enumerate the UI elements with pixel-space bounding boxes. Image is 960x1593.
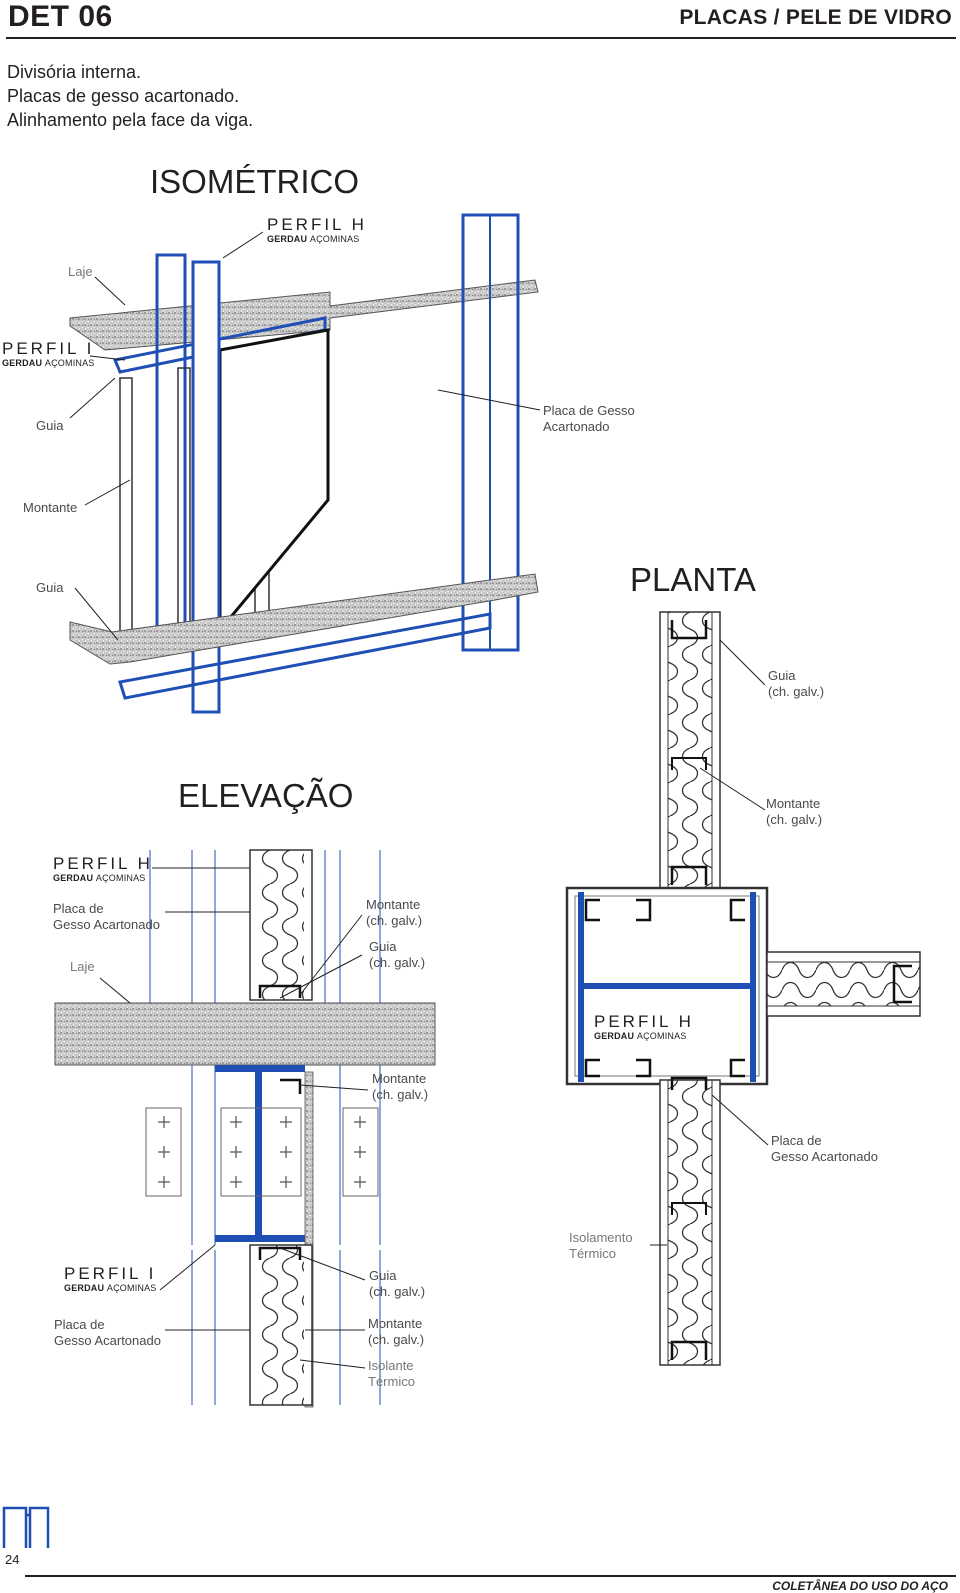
label-line: Isolamento: [569, 1230, 633, 1245]
brand-regular: AÇOMINAS: [95, 873, 146, 883]
label-line: Térmico: [368, 1374, 415, 1389]
slab-elevation: [54, 1002, 436, 1066]
label-line: Gesso Acartonado: [54, 1333, 161, 1348]
label-line: (ch. galv.): [766, 812, 823, 827]
description-line: Alinhamento pela face da viga.: [7, 110, 254, 130]
brand-bold: GERDAU: [594, 1031, 635, 1041]
elev-montante-c-label: Montante (ch. galv.): [368, 1316, 424, 1348]
planta-title: PLANTA: [630, 561, 756, 598]
label-line: Isolante: [368, 1358, 414, 1373]
brand-bold: GERDAU: [267, 234, 308, 244]
label-line: Guia: [369, 939, 397, 954]
laje-label: Laje: [68, 264, 93, 279]
label-line: (ch. galv.): [368, 1332, 425, 1347]
description-line: Divisória interna.: [7, 62, 142, 82]
brand-bold: GERDAU: [2, 358, 43, 368]
guia-top-label: Guia: [36, 418, 64, 433]
planta-placa-label: Placa de Gesso Acartonado: [771, 1133, 878, 1165]
elev-montante-b-label: Montante (ch. galv.): [372, 1071, 428, 1103]
elev-perfil-i-label: PERFIL I: [64, 1264, 157, 1283]
elev-placa-label: Placa de Gesso Acartonado: [53, 901, 160, 933]
planta-isolamento-label: Isolamento Térmico: [569, 1230, 633, 1262]
label-line: Placa de: [54, 1317, 105, 1332]
brand-regular: AÇOMINAS: [309, 234, 360, 244]
lower-beam: [118, 612, 492, 700]
section-title: PLACAS / PELE DE VIDRO: [679, 6, 952, 29]
brand-regular: AÇOMINAS: [44, 358, 95, 368]
label-line: (ch. galv.): [369, 1284, 426, 1299]
brand-regular: AÇOMINAS: [106, 1283, 157, 1293]
label-line: Placa de: [53, 901, 104, 916]
montante-label: Montante: [23, 500, 78, 515]
planta-perfil-h-label: PERFIL H: [594, 1012, 694, 1031]
label-line: Montante: [372, 1071, 427, 1086]
detail-code: DET 06: [8, 0, 113, 33]
elev-guia-b-label: Guia (ch. galv.): [369, 1268, 425, 1300]
label-line: Gesso Acartonado: [53, 917, 160, 932]
guia-bottom-label: Guia: [36, 580, 64, 595]
label-line: (ch. galv.): [369, 955, 426, 970]
perfil-h-label: PERFIL H: [267, 215, 367, 234]
header-rule: [6, 37, 956, 39]
label-line: Montante: [766, 796, 821, 811]
elev-guia-a-label: Guia (ch. galv.): [369, 939, 425, 971]
publication-title: COLETÂNEA DO USO DO AÇO: [772, 1579, 948, 1593]
brand-regular: AÇOMINAS: [636, 1031, 687, 1041]
elev-montante-a-label: Montante (ch. galv.): [366, 897, 422, 929]
label-line: Montante: [366, 897, 421, 912]
label-line: Placa de: [771, 1133, 822, 1148]
brand-bold: GERDAU: [53, 873, 94, 883]
footer-rule: [25, 1575, 956, 1577]
page-corner-logo: [2, 1506, 50, 1548]
elev-placa-b-label: Placa de Gesso Acartonado: [54, 1317, 161, 1349]
brand-logo: GERDAU AÇOMINAS: [53, 873, 146, 883]
elev-laje-label: Laje: [70, 959, 95, 974]
bottom-slab: [69, 573, 539, 665]
brand-logo: GERDAU AÇOMINAS: [594, 1031, 687, 1041]
planta-montante-label: Montante (ch. galv.): [766, 796, 822, 828]
brand-logo: GERDAU AÇOMINAS: [64, 1283, 157, 1293]
label-line: Gesso Acartonado: [771, 1149, 878, 1164]
gypsum-board: [218, 328, 330, 635]
brand-logo: GERDAU AÇOMINAS: [267, 234, 360, 244]
elev-perfil-h-label: PERFIL H: [53, 854, 153, 873]
isometric-view: [69, 213, 541, 714]
planta-guia-label: Guia (ch. galv.): [768, 668, 824, 700]
label-line: (ch. galv.): [768, 684, 825, 699]
description-line: Placas de gesso acartonado.: [7, 86, 240, 106]
isometric-title: ISOMÉTRICO: [150, 163, 360, 200]
page-number: 24: [5, 1552, 20, 1567]
label-line: Térmico: [569, 1246, 616, 1261]
elevacao-title: ELEVAÇÃO: [178, 777, 354, 814]
perfil-i-label: PERFIL I: [2, 339, 95, 358]
placa-line: Acartonado: [543, 419, 610, 434]
label-line: Guia: [369, 1268, 397, 1283]
placa-label: Placa de Gesso Acartonado: [543, 403, 635, 435]
brand-bold: GERDAU: [64, 1283, 105, 1293]
elev-isolante-label: Isolante Térmico: [368, 1358, 415, 1390]
label-line: (ch. galv.): [372, 1087, 429, 1102]
label-line: Guia: [768, 668, 796, 683]
elevation-view: [54, 849, 436, 1408]
brand-logo: GERDAU AÇOMINAS: [2, 358, 95, 368]
label-line: Montante: [368, 1316, 423, 1331]
label-line: (ch. galv.): [366, 913, 423, 928]
plan-view: [565, 611, 921, 1366]
top-slab: [69, 279, 539, 351]
placa-line: Placa de Gesso: [543, 403, 635, 418]
description: Divisória interna. Placas de gesso acart…: [7, 60, 253, 132]
